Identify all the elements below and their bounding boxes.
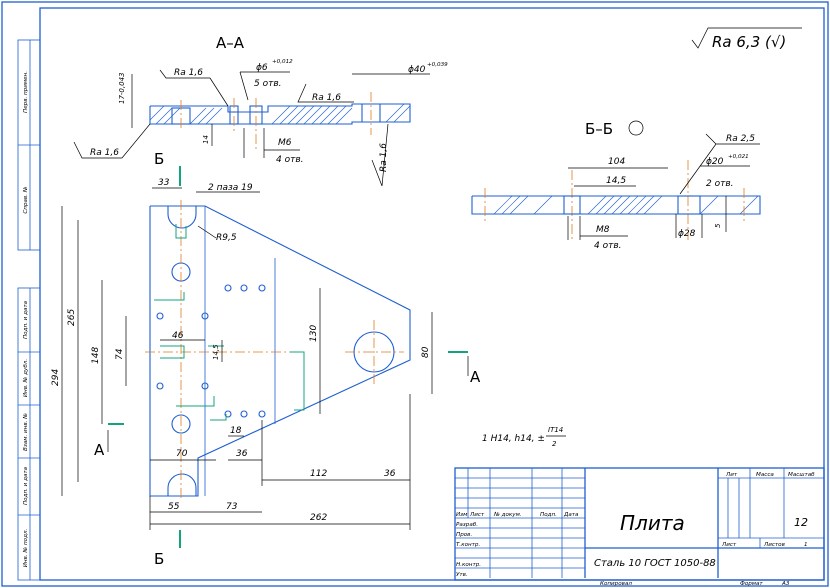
main-dim-55: 55 — [168, 502, 180, 512]
bb-hatching — [493, 195, 759, 215]
main-dim-265: 265 — [67, 309, 77, 326]
bb-ra25: Ra 2,5 — [726, 134, 755, 144]
stamp-podp-data-1: Подп. и дата — [23, 300, 29, 339]
tolerance-den: 2 — [552, 440, 557, 448]
stamp-podp-data-2: Подп. и дата — [23, 466, 29, 505]
stamp-perv-primen: Перв. примен. — [23, 71, 29, 113]
tb-col-mass: Масса — [756, 472, 774, 478]
tb-data: Дата — [563, 512, 579, 518]
section-bb-label: Б–Б — [585, 120, 613, 138]
roughness-text: Ra 6,3 (√) — [712, 33, 786, 51]
main-dim-70: 70 — [176, 449, 188, 459]
tolerance-main: 1 H14, h14, ± — [482, 434, 545, 444]
aa-m6: М6 — [278, 138, 292, 148]
stamp-sprav: Справ. № — [23, 186, 29, 213]
tb-sheets-label: Листов — [763, 542, 785, 548]
cut-a-right: А — [470, 368, 481, 386]
bb-holes4: 4 отв. — [594, 241, 622, 251]
side-stamp-column: Перв. примен. Справ. № Подп. и дата Инв.… — [17, 39, 41, 581]
bb-dim-5: 5 — [714, 223, 722, 228]
tb-col-scale: Масштаб — [788, 472, 815, 478]
tb-col-lit: Лит — [725, 472, 738, 478]
bb-dim-104: 104 — [608, 157, 625, 167]
aa-ra16-right: Ra 1,6 — [379, 143, 389, 172]
cut-b-bottom: Б — [154, 550, 164, 568]
aa-phi40-tol: +0,039 — [427, 62, 448, 68]
tb-format: Формат — [740, 581, 763, 587]
section-a-a: А–А 17-0,043 Ra 1,6 Ra 1, — [73, 34, 448, 187]
tb-format-value: А3 — [781, 581, 790, 587]
tb-sheet-label: Лист — [721, 542, 737, 548]
aa-phi6-tol: +0,012 — [272, 59, 293, 65]
main-dim-74: 74 — [115, 348, 125, 360]
main-dim-80: 80 — [421, 346, 431, 358]
aa-ra16-left: Ra 1,6 — [90, 148, 119, 158]
bb-phi20: ϕ20 — [706, 157, 724, 167]
bb-phi28: ϕ28 — [678, 229, 696, 239]
main-dim-130: 130 — [309, 325, 319, 342]
aa-dim-14: 14 — [202, 135, 210, 144]
main-view: Б Б А А 33 2 паза 19 R9,5 294 265 148 74… — [51, 150, 481, 568]
main-dim-36: 36 — [236, 449, 248, 459]
tb-razrab: Разраб. — [456, 522, 478, 528]
tb-copied: Копировал — [600, 581, 632, 587]
tb-ndoc: № докум. — [493, 512, 522, 518]
tolerance-note: 1 H14, h14, ± IT14 2 — [482, 426, 566, 448]
general-roughness: Ra 6,3 (√) — [691, 27, 802, 51]
tb-list: Лист — [469, 512, 485, 518]
tb-sheets-value: 1 — [804, 542, 808, 548]
main-dim-262: 262 — [310, 513, 327, 523]
stamp-vzam-inv: Взам. инв. № — [23, 413, 29, 451]
dim-17: 17-0,043 — [118, 73, 126, 104]
aa-phi40: ϕ40 — [408, 65, 426, 75]
main-dim-148: 148 — [91, 347, 101, 364]
cut-a-left: А — [94, 441, 105, 459]
aa-holes4: 4 отв. — [276, 155, 304, 165]
main-dim-46: 46 — [172, 331, 184, 341]
material: Сталь 10 ГОСТ 1050-88 — [594, 558, 716, 569]
tb-podp: Подп. — [540, 512, 557, 518]
tb-utv: Утв. — [456, 572, 468, 578]
main-dim-73: 73 — [226, 502, 238, 512]
main-dim-145: 14,5 — [212, 344, 220, 360]
title-block: Изм Лист № докум. Подп. Дата Разраб. Про… — [454, 467, 825, 587]
aa-holes5: 5 отв. — [254, 79, 282, 89]
bb-phi20-tol: +0,021 — [728, 154, 749, 160]
section-aa-label: А–А — [216, 34, 245, 52]
aa-phi6: ϕ6 — [256, 63, 268, 73]
main-dim-112: 112 — [310, 469, 327, 479]
holes-m6 — [156, 284, 266, 418]
bb-m8: М8 — [596, 225, 610, 235]
tb-nkontr: Н.контр. — [456, 562, 481, 568]
aa-ra16-mid: Ra 1,6 — [312, 93, 341, 103]
main-dim-36b: 36 — [384, 469, 396, 479]
main-groove: 2 паза 19 — [208, 183, 253, 193]
main-r95: R9,5 — [216, 233, 237, 243]
main-dim-33: 33 — [158, 178, 170, 188]
tb-prov: Пров. — [456, 532, 472, 538]
section-b-b: Б–Б 104 14,5 Ra 2,5 ϕ20 +0,021 2 отв. — [471, 120, 761, 251]
tolerance-num: IT14 — [548, 426, 563, 434]
tb-scale: 12 — [794, 516, 808, 529]
aa-ra16-top: Ra 1,6 — [174, 68, 203, 78]
stamp-inv-podl: Инв. № подл. — [23, 528, 29, 567]
stamp-inv-dubl: Инв. № дубл. — [23, 359, 29, 397]
cut-b-top: Б — [154, 150, 164, 168]
bb-dim-145: 14,5 — [606, 176, 626, 186]
part-name: Плита — [620, 511, 685, 535]
bb-holes2: 2 отв. — [706, 179, 734, 189]
tb-izm: Изм — [456, 512, 468, 518]
main-dim-18: 18 — [230, 426, 242, 436]
tb-tkontr: Т.контр. — [456, 542, 480, 548]
main-dim-294: 294 — [51, 369, 61, 386]
